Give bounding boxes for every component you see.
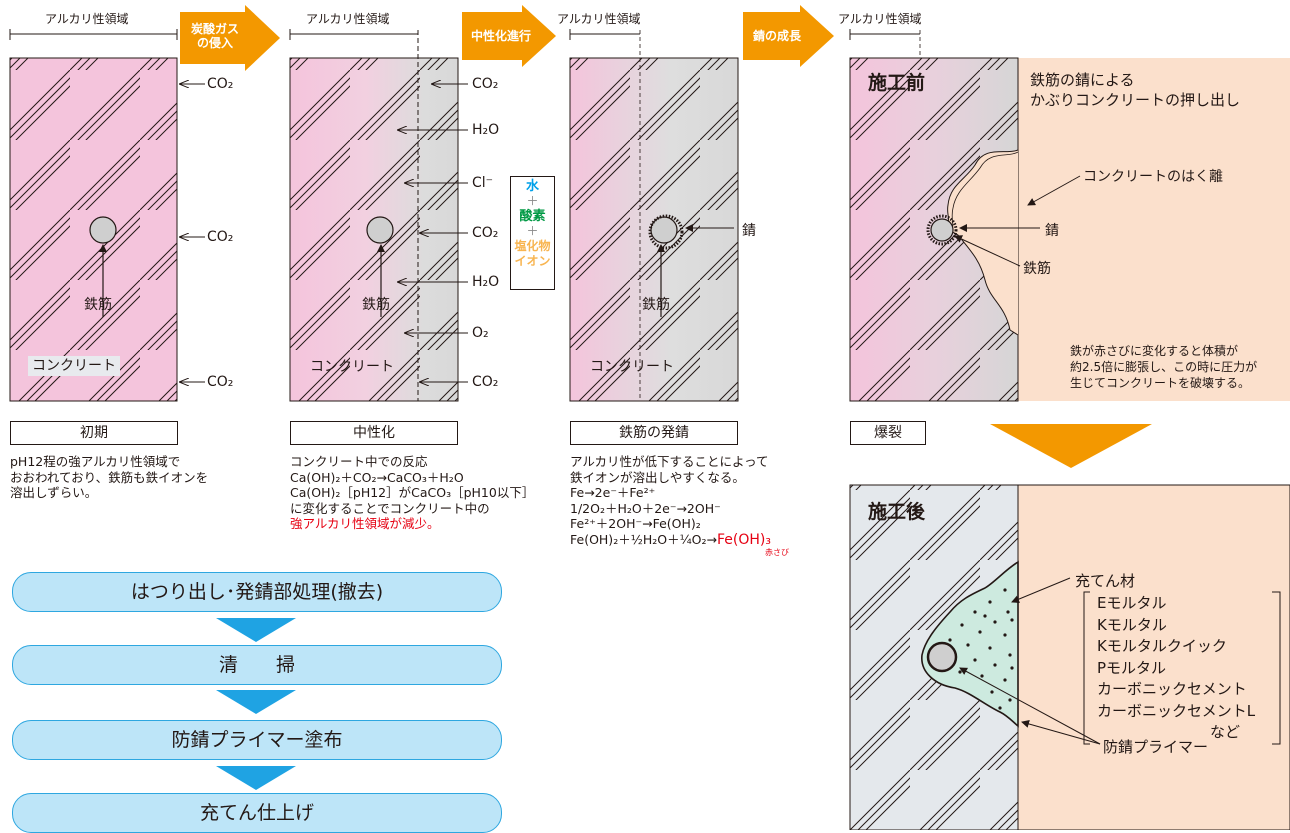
burst-note-line: 鉄が赤さびに変化すると体積が	[1070, 344, 1239, 358]
chloride-label-2: イオン	[514, 254, 551, 268]
burst-caption-line1: 鉄筋の錆による	[1030, 71, 1135, 89]
before-construction-title: 施工前	[868, 72, 926, 94]
step-chipping: はつり出し･発錆部処理(撤去)	[12, 572, 502, 612]
reaction-prefix: Fe(OH)₂＋½H₂O＋¼O₂→	[570, 531, 718, 547]
concrete-label: コンクリート	[28, 356, 120, 376]
neutralization-arrow-label: 中性化進行	[470, 29, 531, 43]
co2-label: CO₂	[207, 229, 234, 245]
red-rust-formula: Fe(OH)₃	[717, 531, 771, 548]
rebar-label: 鉄筋	[1023, 261, 1051, 277]
alkali-region-label-4: アルカリ性領域	[838, 12, 922, 26]
burst-caption-line2: かぶりコンクリートの押し出し	[1030, 91, 1241, 109]
neutralization-description: コンクリート中での反応 Ca(OH)₂＋CO₂→CaCO₃＋H₂O Ca(OH)…	[290, 454, 534, 532]
o2-label: O₂	[472, 325, 489, 341]
stage-title-initial: 初期	[10, 421, 178, 445]
material-item: カーボニックセメントL	[1097, 701, 1256, 720]
stage-title-burst: 爆裂	[850, 421, 926, 445]
material-item: Eモルタル	[1097, 594, 1167, 612]
h2o-label: H₂O	[472, 274, 500, 290]
initial-description: pH12程の強アルカリ性領域で おおわれており、鉄筋も鉄イオンを 溶出しずらい。	[10, 454, 208, 501]
burst-caption: 鉄筋の錆による かぶりコンクリートの押し出し	[1030, 70, 1240, 110]
description-line: Ca(OH)₂＋CO₂→CaCO₃＋H₂O	[290, 469, 464, 485]
description-line: pH12程の強アルカリ性領域で	[10, 454, 181, 469]
rust-label: 錆	[742, 223, 756, 239]
stage-title-rusting: 鉄筋の発錆	[570, 421, 738, 445]
material-item: カーボニックセメント	[1097, 680, 1247, 698]
description-line: Ca(OH)₂［pH12］がCaCO₃［pH10以下］	[290, 485, 535, 500]
cl-label: Cl⁻	[472, 175, 494, 191]
alkali-region-label-2: アルカリ性領域	[306, 12, 390, 26]
corrosion-factors-box: 水 ＋ 酸素 ＋ 塩化物 イオン	[510, 176, 555, 290]
description-line-highlight: 強アルカリ性領域が減少。	[290, 516, 440, 531]
description-line: 鉄イオンが溶出しやすくなる。	[570, 469, 745, 485]
co2-label: CO₂	[207, 374, 234, 390]
burst-note-line: 生じてコンクリートを破壊する。	[1070, 376, 1251, 390]
description-line: コンクリート中での反応	[290, 454, 428, 469]
step-primer: 防錆プライマー塗布	[12, 720, 502, 760]
filler-label: 充てん材	[1075, 572, 1136, 590]
chloride-label-1: 塩化物	[514, 239, 551, 253]
rebar-label: 鉄筋	[642, 297, 670, 313]
material-item: Pモルタル	[1097, 658, 1167, 677]
description-line: 1/2O₂＋H₂O＋2e⁻→2OH⁻	[570, 500, 721, 516]
burst-note-line: 約2.5倍に膨張し、この時に圧力が	[1070, 360, 1258, 374]
rusting-description: アルカリ性が低下することによって 鉄イオンが溶出しやすくなる。 Fe→2e⁻＋F…	[570, 454, 789, 557]
plus-sign: ＋	[526, 224, 539, 238]
step-cleaning: 清 掃	[12, 645, 502, 685]
co2-label: CO₂	[472, 76, 499, 92]
primer-label: 防錆プライマー	[1103, 738, 1209, 756]
co2-intrusion-line2: の侵入	[196, 36, 233, 50]
description-line: おおわれており、鉄筋も鉄イオンを	[10, 469, 209, 485]
co2-label: CO₂	[207, 76, 234, 92]
rebar-label: 鉄筋	[84, 297, 112, 313]
rust-growth-arrow-label: 錆の成長	[752, 29, 801, 43]
filler-material-list: Eモルタル Kモルタル Kモルタルクイック Pモルタル カーボニックセメント カ…	[1097, 593, 1255, 744]
concrete-label: コンクリート	[590, 359, 674, 375]
description-line: に変化することでコンクリート中の	[290, 500, 490, 516]
co2-label: CO₂	[472, 225, 499, 241]
co2-label: CO₂	[472, 374, 499, 390]
material-etc: など	[1210, 723, 1241, 741]
alkali-region-label-3: アルカリ性領域	[557, 12, 641, 26]
oxygen-label: 酸素	[519, 209, 546, 224]
material-item: Kモルタル	[1097, 615, 1167, 634]
rebar-label: 鉄筋	[362, 297, 390, 313]
after-construction-title: 施工後	[868, 501, 926, 523]
description-line-final: Fe(OH)₂＋½H₂O＋¼O₂→Fe(OH)₃	[570, 532, 789, 549]
peeling-label: コンクリートのはく離	[1083, 169, 1223, 185]
co2-intrusion-arrow-label: 炭酸ガス の侵入	[183, 22, 247, 50]
rust-label: 錆	[1045, 223, 1059, 239]
stage-title-neutralization: 中性化	[290, 421, 458, 445]
material-item: Kモルタルクイック	[1097, 637, 1227, 655]
concrete-label: コンクリート	[310, 359, 394, 375]
burst-note: 鉄が赤さびに変化すると体積が 約2.5倍に膨張し、この時に圧力が 生じてコンクリ…	[1070, 343, 1257, 391]
description-line: アルカリ性が低下することによって	[570, 454, 769, 469]
h2o-label: H₂O	[472, 122, 500, 138]
description-line: Fe²⁺＋2OH⁻→Fe(OH)₂	[570, 516, 701, 531]
water-label: 水	[525, 179, 539, 194]
description-line: Fe→2e⁻＋Fe²⁺	[570, 485, 656, 500]
co2-intrusion-line1: 炭酸ガス	[190, 22, 239, 36]
step-filling: 充てん仕上げ	[12, 793, 502, 833]
plus-sign: ＋	[526, 194, 539, 208]
alkali-region-label-1: アルカリ性領域	[45, 12, 129, 26]
red-rust-note: 赤さび	[765, 548, 789, 557]
description-line: 溶出しずらい。	[10, 485, 98, 500]
